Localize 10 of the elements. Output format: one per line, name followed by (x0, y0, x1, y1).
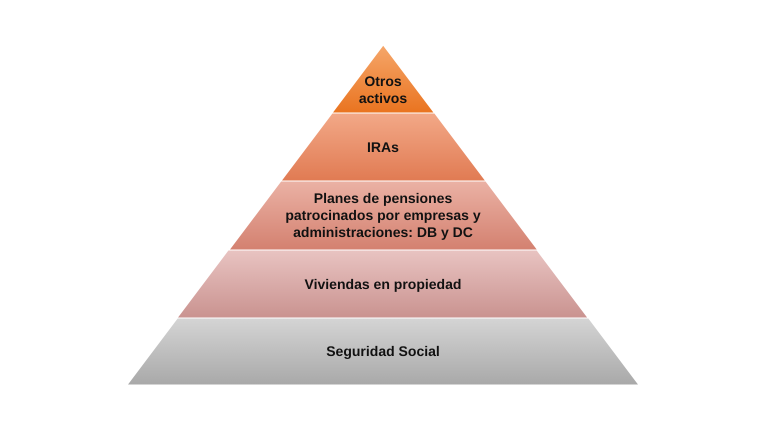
layer-label: Planes de pensiones patrocinados por empresas y administraciones: DB y DC (284, 190, 482, 241)
layer-label: Seguridad Social (325, 343, 441, 360)
layer-label: Viviendas en propiedad (304, 276, 462, 292)
pyramid-layer (332, 45, 434, 113)
layer-label: Otros activos (358, 73, 408, 107)
pyramid-layer (228, 181, 538, 250)
layer-label: IRAs (366, 138, 400, 156)
pyramid-layer (177, 250, 589, 318)
pyramid-layer (280, 113, 486, 181)
pyramid-layer (127, 318, 639, 385)
